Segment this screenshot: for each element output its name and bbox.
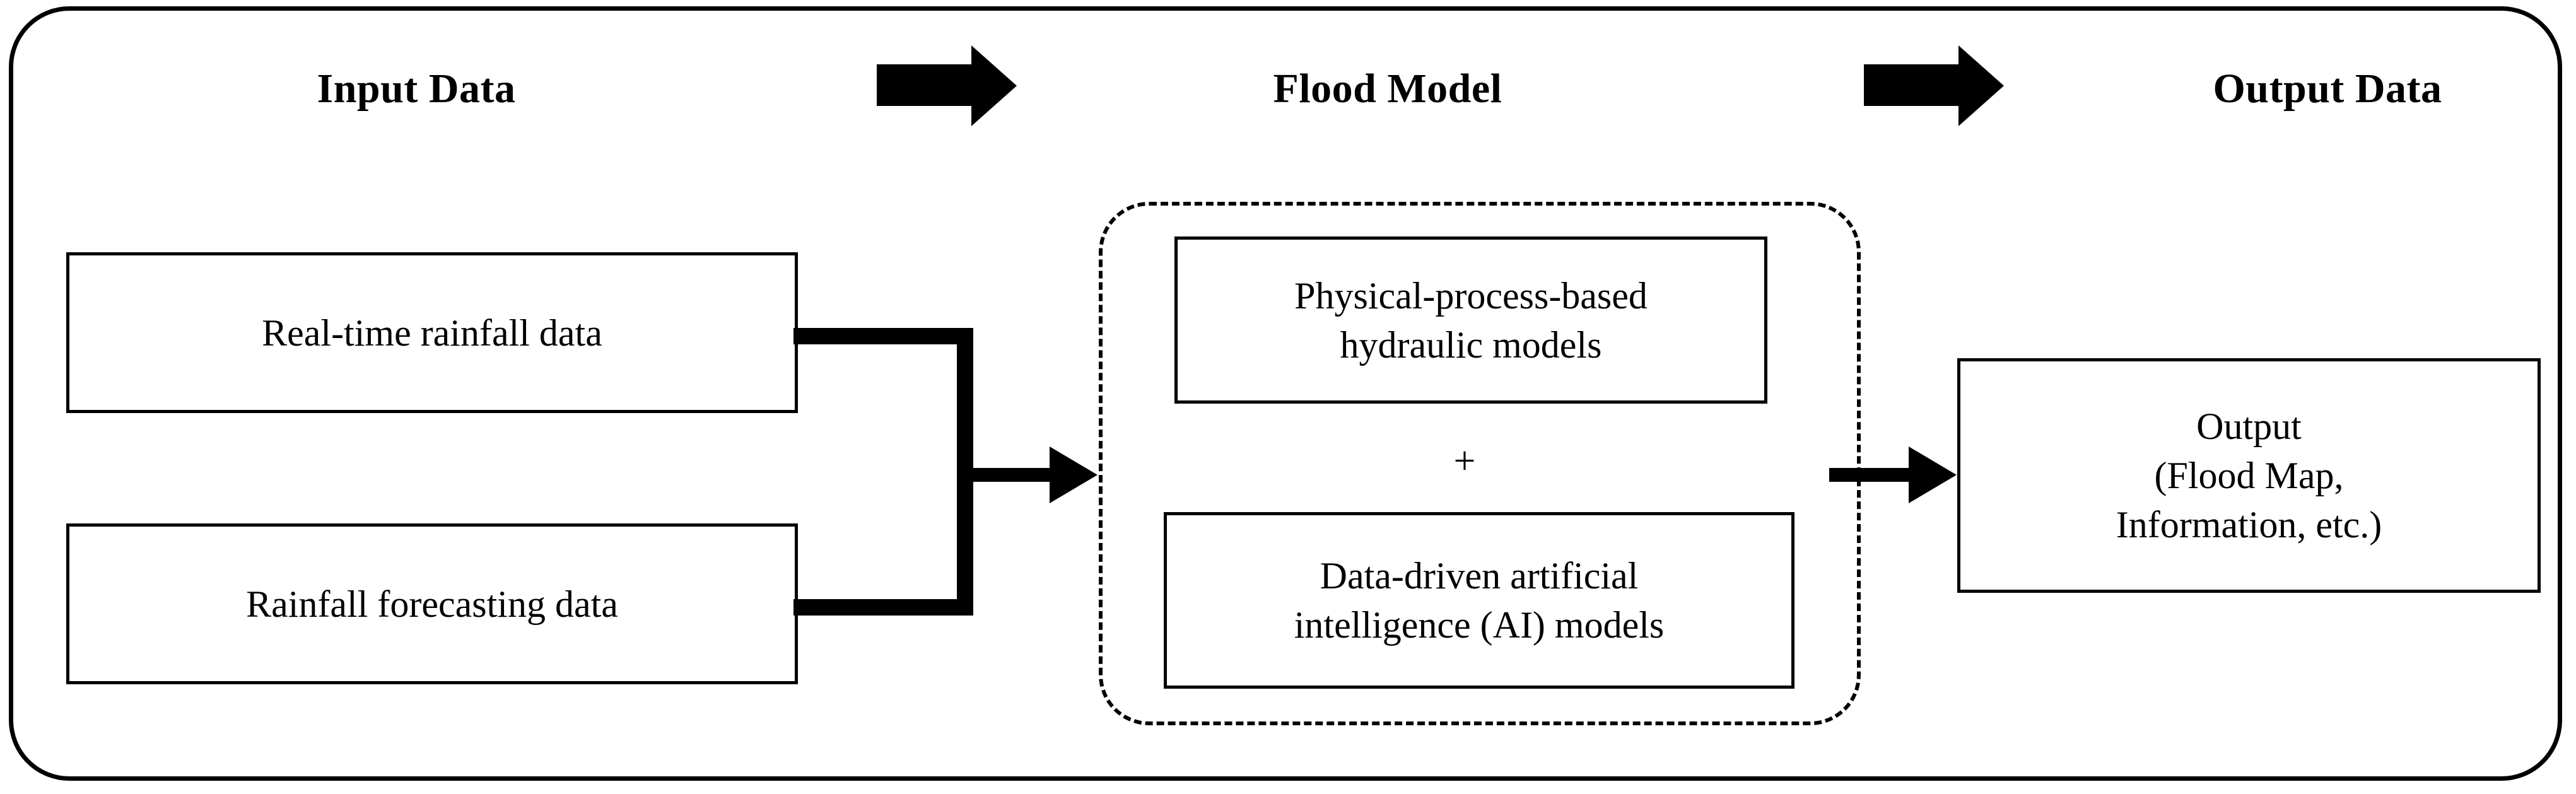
input-box-label: Rainfall forecasting data: [246, 583, 618, 625]
arrow-head: [1909, 447, 1957, 503]
model-box-data-driven-ai-models: Data-driven artificial intelligence (AI)…: [1164, 512, 1794, 689]
column-header-input-data: Input Data: [317, 66, 516, 112]
arrow-shaft: [1829, 468, 1911, 482]
model-box-physical-process-based-hydraulic-models: Physical-process-based hydraulic models: [1174, 236, 1767, 404]
input-box-real-time-rainfall-data: Real-time rainfall data: [66, 252, 798, 413]
column-header-flood-model: Flood Model: [1273, 66, 1502, 112]
connector-line-from-real-time-box: [793, 328, 973, 344]
arrow-head: [1050, 447, 1098, 503]
output-box-label-line1: Output: [2196, 406, 2302, 447]
right-arrow-icon-header-input-to-model: [877, 45, 1017, 126]
model-box-label: Physical-process-based hydraulic models: [1283, 271, 1659, 370]
output-box-label-line3: Information, etc.): [2116, 504, 2382, 546]
arrow-shaft: [1864, 64, 1960, 106]
model-box-label: Data-driven artificial intelligence (AI)…: [1283, 551, 1675, 650]
plus-operator: +: [1453, 440, 1476, 482]
model-box-label-line2: hydraulic models: [1340, 324, 1602, 366]
output-box: Output (Flood Map, Information, etc.): [1957, 358, 2541, 593]
input-box-label: Real-time rainfall data: [262, 312, 602, 354]
flood-model-dashed-container: [1099, 202, 1861, 725]
output-box-label: Output (Flood Map, Information, etc.): [2105, 402, 2394, 549]
outer-frame: [9, 6, 2562, 781]
column-header-output-data: Output Data: [2213, 66, 2442, 112]
input-box-rainfall-forecasting-data: Rainfall forecasting data: [66, 523, 798, 684]
model-box-label-line1: Data-driven artificial: [1320, 555, 1639, 597]
arrow-shaft: [877, 64, 973, 106]
output-box-label-line2: (Flood Map,: [2154, 455, 2344, 496]
model-box-label-line1: Physical-process-based: [1294, 274, 1648, 317]
arrow-head: [1958, 45, 2004, 126]
connector-line-from-forecast-box: [793, 599, 973, 616]
model-box-label-line2: intelligence (AI) models: [1294, 604, 1665, 646]
right-arrow-icon-header-model-to-output: [1864, 45, 2004, 126]
arrow-head: [971, 45, 1017, 126]
arrow-shaft: [970, 468, 1052, 482]
